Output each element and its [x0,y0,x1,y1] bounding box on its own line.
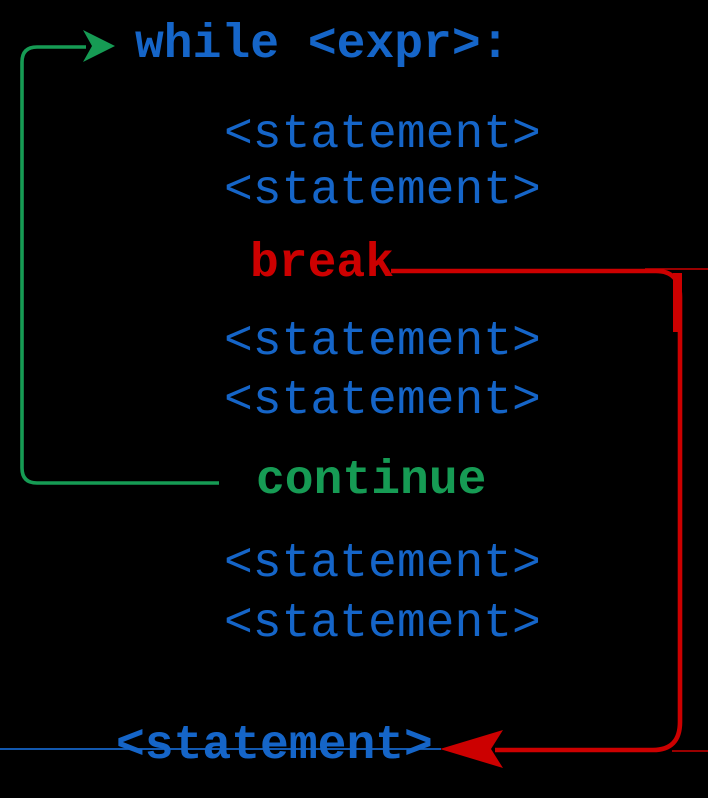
statement-line-2: <statement> [224,164,541,218]
break-keyword-label: break [250,237,395,291]
statement-line-1: <statement> [224,108,541,162]
after-loop-statement-label: <statement> [116,719,433,773]
break-arrow-path [391,268,683,753]
continue-loop-arrow-path [20,45,219,485]
while-header-label: while <expr>: [135,18,510,72]
statement-line-4: <statement> [224,374,541,428]
break-arrowhead-icon [440,730,503,768]
statement-line-3: <statement> [224,315,541,369]
continue-arrowhead-icon [83,30,115,62]
statement-line-6: <statement> [224,597,541,651]
continue-keyword-label: continue [256,454,487,508]
statement-line-5: <statement> [224,537,541,591]
